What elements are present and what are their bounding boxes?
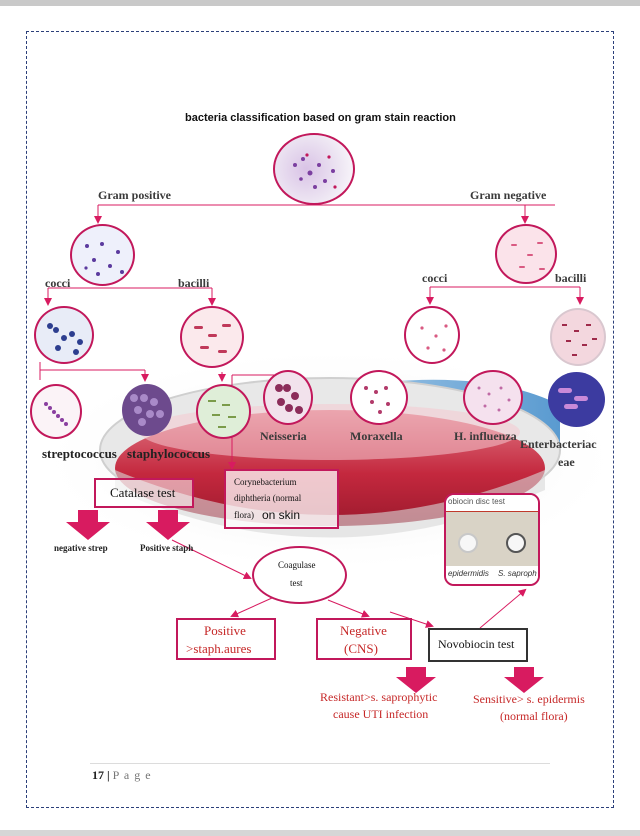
label-positive-staph: Positive staph	[140, 543, 194, 553]
coagulase-line-2: test	[290, 578, 303, 588]
label-gp-cocci: cocci	[45, 276, 71, 290]
disc-label-left: epidermidis	[448, 569, 489, 578]
disc-photo-header: obiocin disc test	[446, 495, 538, 512]
sensitive-line-2: (normal flora)	[500, 709, 568, 723]
coryne-line-1: Corynebacterium	[234, 477, 297, 487]
micrograph-art	[194, 324, 231, 353]
positive-line-2: >staph.aures	[186, 641, 252, 656]
label-gram-negative: Gram negative	[470, 188, 547, 202]
label-enterobacteriaceae-1: Enterbacteriac	[520, 437, 597, 451]
coagulase-test-node: Coagulase test	[252, 546, 347, 604]
label-streptococcus: streptococcus	[42, 446, 117, 461]
staphylococcus-micrograph	[122, 384, 172, 436]
micrograph-art	[293, 153, 337, 189]
bottom-bar	[0, 830, 640, 836]
micrograph-art	[130, 394, 164, 426]
label-negative-strep: negative strep	[54, 543, 108, 553]
page-footer: 17 | P a g e	[92, 768, 152, 783]
gn-cocci-micrograph	[404, 306, 460, 364]
resistant-line-2: cause UTI infection	[333, 707, 429, 721]
coryne-line-3a: flora)	[234, 510, 254, 520]
positive-line-1: Positive	[204, 623, 246, 638]
label-gn-cocci: cocci	[422, 271, 448, 285]
label-enterobacteriaceae-2: eae	[558, 455, 575, 469]
micrograph-art	[420, 324, 448, 352]
page-number: 17	[92, 768, 104, 782]
novobiocin-disc-photo: obiocin disc test epidermidis S. saproph	[444, 493, 540, 586]
streptococcus-micrograph	[30, 384, 82, 439]
coryne-line-2: diphtheria (normal	[234, 493, 302, 503]
micrograph-art	[511, 242, 545, 270]
micrograph-art	[275, 384, 303, 414]
enterobacteriaceae-micrograph	[548, 372, 605, 427]
gp-cocci-micrograph	[34, 306, 94, 364]
coryne-line-3b: on skin	[262, 508, 301, 522]
label-gram-positive: Gram positive	[98, 188, 171, 202]
micrograph-art	[84, 242, 124, 276]
sensitive-line-1: Sensitive> s. epidermis	[473, 692, 585, 706]
coagulase-line-1: Coagulase	[278, 560, 316, 570]
negative-cns-box: Negative (CNS)	[316, 618, 412, 660]
corynebacterium-box: Corynebacterium diphtheria (normal flora…	[224, 469, 339, 529]
label-gn-bacilli: bacilli	[555, 271, 587, 285]
neisseria-micrograph	[263, 370, 313, 425]
page-word: P a g e	[112, 768, 152, 782]
gram-negative-micrograph	[495, 224, 557, 284]
diagram-title: bacteria classification based on gram st…	[185, 112, 456, 124]
h-influenza-micrograph	[463, 370, 523, 425]
top-bar	[0, 0, 640, 6]
negative-line-1: Negative	[340, 623, 387, 638]
resistant-line-1: Resistant>s. saprophytic	[320, 690, 438, 704]
gram-stain-micrograph	[273, 133, 355, 205]
micrograph-art	[364, 386, 390, 414]
label-staphylococcus: staphylococcus	[127, 446, 211, 461]
label-h-influenza: H. influenza	[454, 429, 517, 443]
gp-bacilli-micrograph	[180, 306, 244, 368]
disc-header-text: obiocin disc test	[448, 497, 505, 506]
micrograph-art	[44, 402, 68, 426]
disc-label-right: S. saproph	[498, 569, 537, 578]
gram-positive-micrograph	[70, 224, 135, 286]
arrow-down-icon	[146, 510, 190, 540]
catalase-test-label: Catalase test	[110, 485, 176, 500]
moraxella-micrograph	[350, 370, 408, 425]
arrow-down-icon	[396, 667, 436, 693]
micrograph-art	[562, 324, 597, 356]
novobiocin-test-box: Novobiocin test	[428, 628, 528, 662]
positive-staph-aureus-box: Positive >staph.aures	[176, 618, 276, 660]
arrow-down-icon	[504, 667, 544, 693]
gn-bacilli-micrograph	[550, 308, 606, 366]
page-border	[26, 31, 614, 808]
micrograph-art	[558, 388, 588, 409]
arrow-down-icon	[66, 510, 110, 540]
label-gp-bacilli: bacilli	[178, 276, 210, 290]
novobiocin-label: Novobiocin test	[438, 637, 515, 651]
micrograph-art	[47, 323, 83, 355]
catalase-test-box: Catalase test	[94, 478, 194, 508]
footer-divider	[90, 763, 550, 764]
micrograph-art	[477, 386, 511, 412]
corynebacterium-micrograph	[196, 384, 251, 439]
page-separator: |	[107, 768, 110, 782]
label-neisseria: Neisseria	[260, 429, 307, 443]
disc-right-icon	[506, 533, 526, 553]
disc-photo-footer: epidermidis S. saproph	[446, 566, 538, 584]
micrograph-art	[208, 400, 236, 428]
disc-left-icon	[458, 533, 478, 553]
negative-line-2: (CNS)	[344, 641, 378, 656]
label-moraxella: Moraxella	[350, 429, 403, 443]
